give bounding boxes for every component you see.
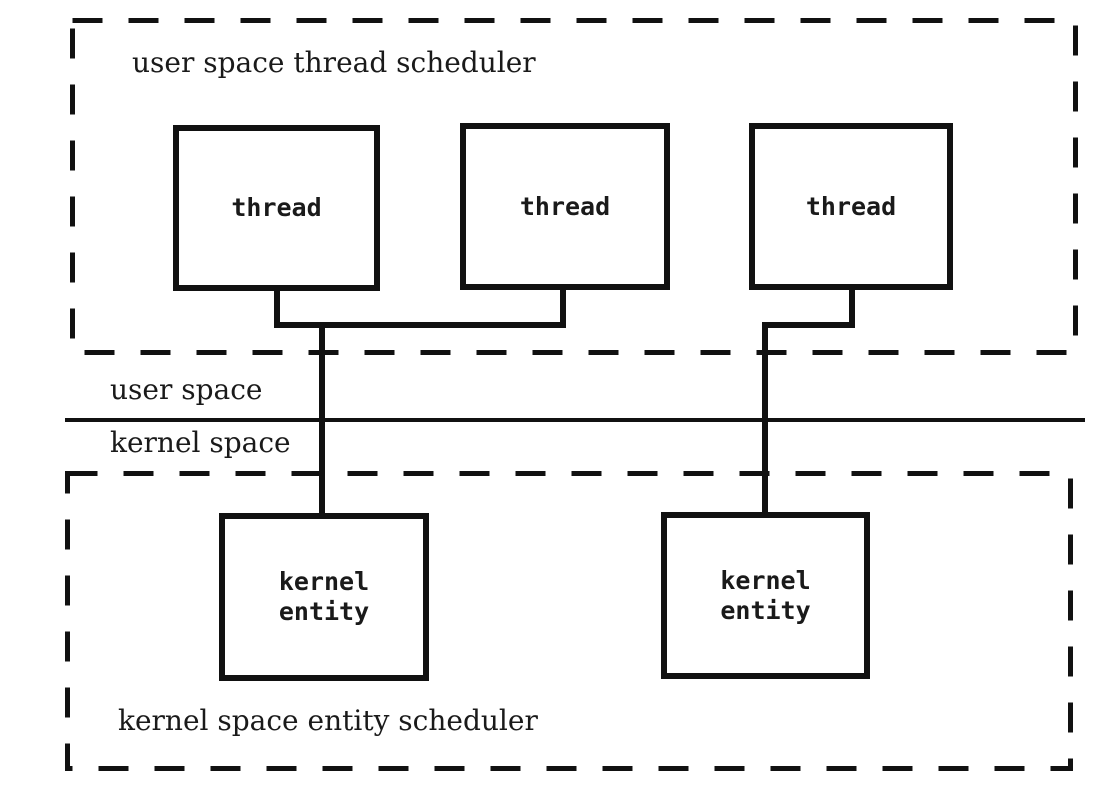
thread-box-3-label: thread [805,191,897,221]
thread-box-2: thread [460,123,670,290]
thread-box-1: thread [173,125,380,291]
connector-threads12-merge [274,287,566,328]
kernel-entity-box-2: kernel entity [661,512,870,679]
kernel-space-scheduler-label: kernel space entity scheduler [118,704,538,737]
kernel-space-label: kernel space [110,426,291,459]
user-space-label: user space [110,373,263,406]
thread-box-2-label: thread [519,191,611,221]
thread-box-3: thread [749,123,953,290]
kernel-entity-box-1: kernel entity [219,513,429,681]
user-space-scheduler-label: user space thread scheduler [132,46,536,79]
thread-box-1-label: thread [231,193,322,222]
kernel-entity-box-2-label: kernel entity [720,565,811,625]
kernel-entity-box-1-label: kernel entity [278,567,370,626]
kernel-scheduler-boundary [65,471,1073,771]
connector-to-kernel-entity-2 [762,287,855,514]
